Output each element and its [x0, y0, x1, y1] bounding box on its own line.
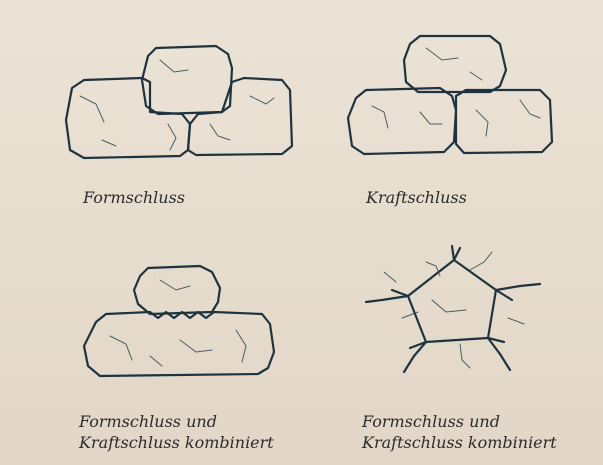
- joint-line-right: [496, 284, 540, 300]
- caption-kombiniert-left: Formschluss und Kraftschluss kombiniert: [79, 411, 274, 453]
- formschluss-illustration: [66, 46, 292, 158]
- caption-kraftschluss-text: Kraftschluss: [366, 188, 467, 207]
- joint-line-bottom-left: [404, 342, 426, 372]
- caption-kombiniert-right: Formschluss und Kraftschluss kombiniert: [362, 411, 557, 453]
- stone-pentagon: [408, 260, 496, 342]
- caption-formschluss: Formschluss: [83, 187, 185, 208]
- stone-bottom-left: [348, 88, 456, 154]
- stone-bottom-long: [84, 312, 274, 376]
- stone-bottom-right: [188, 78, 292, 155]
- joint-line-left: [366, 290, 408, 302]
- stone-bottom-right: [456, 90, 552, 153]
- caption-kombiniert-right-line1: Formschluss und: [362, 411, 557, 432]
- kraftschluss-illustration: [348, 36, 552, 154]
- kombiniert-right-illustration: [366, 246, 540, 372]
- stone-bottom-left: [66, 78, 190, 158]
- joint-line-top: [452, 246, 460, 260]
- caption-kombiniert-right-line2: Kraftschluss kombiniert: [362, 432, 557, 453]
- caption-kraftschluss: Kraftschluss: [366, 187, 467, 208]
- caption-kombiniert-left-line1: Formschluss und: [79, 411, 274, 432]
- caption-kombiniert-left-line2: Kraftschluss kombiniert: [79, 432, 274, 453]
- kombiniert-left-illustration: [84, 266, 274, 376]
- stone-top: [404, 36, 506, 92]
- stone-top: [142, 46, 232, 114]
- joint-line-bottom-right: [488, 338, 510, 370]
- caption-formschluss-text: Formschluss: [83, 188, 185, 207]
